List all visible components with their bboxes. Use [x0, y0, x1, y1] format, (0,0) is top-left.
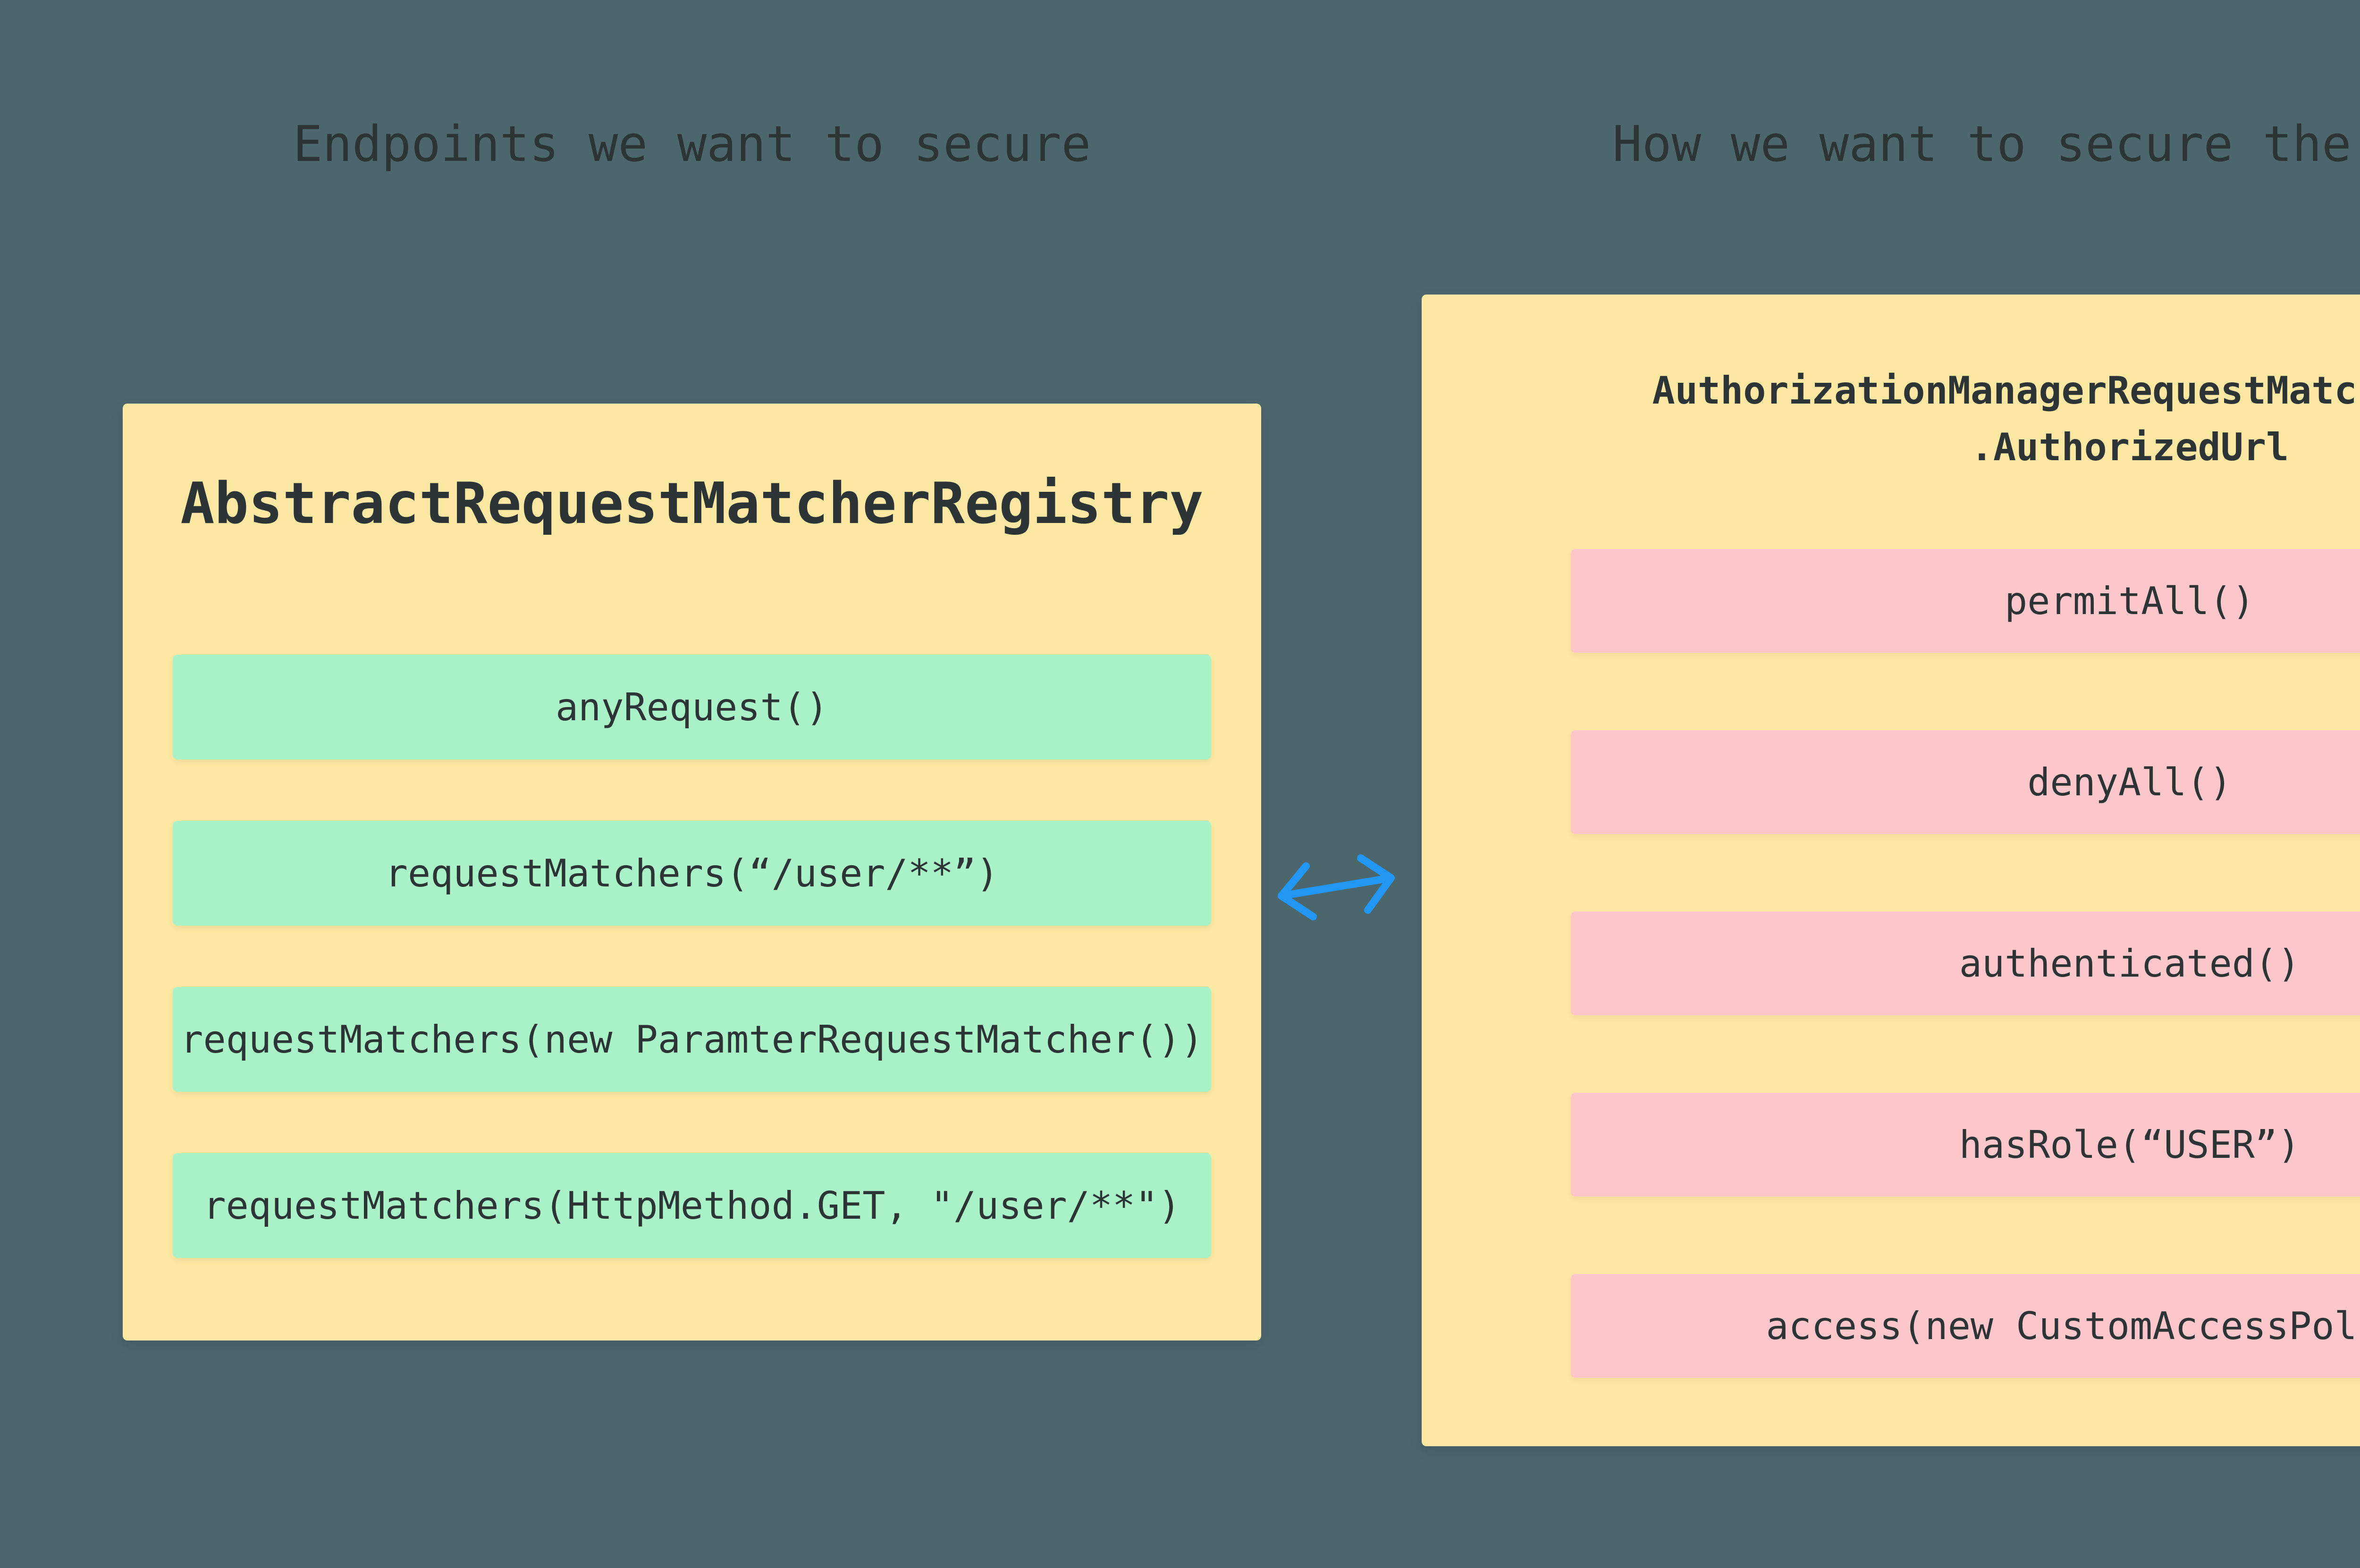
left-card-title: AbstractRequestMatcherRegistry: [180, 471, 1204, 537]
right-card-title: AuthorizationManagerRequestMatcherRegist…: [1422, 362, 2360, 476]
method-box-authenticated: authenticated(): [1571, 911, 2360, 1015]
abstract-request-matcher-registry-card: AbstractRequestMatcherRegistry anyReques…: [123, 404, 1261, 1340]
double-arrow-icon: [1265, 845, 1407, 930]
method-box-request-matchers-pattern: requestMatchers(“/user/**”): [173, 821, 1211, 926]
method-box-access: access(new CustomAccessPolicy()): [1571, 1274, 2360, 1378]
right-card-title-line2: .AuthorizedUrl: [1970, 425, 2289, 469]
method-box-deny-all: denyAll(): [1571, 730, 2360, 834]
left-column-heading: Endpoints we want to secure: [293, 115, 1091, 173]
method-box-any-request: anyRequest(): [173, 655, 1211, 759]
method-box-has-role: hasRole(“USER”): [1571, 1093, 2360, 1197]
right-card-method-list: permitAll() denyAll() authenticated() ha…: [1571, 549, 2360, 1378]
right-card-title-line1: AuthorizationManagerRequestMatcherRegist…: [1652, 369, 2360, 413]
method-box-request-matchers-custom: requestMatchers(new ParamterRequestMatch…: [173, 987, 1211, 1092]
method-box-permit-all: permitAll(): [1571, 549, 2360, 653]
authorization-manager-registry-card: AuthorizationManagerRequestMatcherRegist…: [1422, 295, 2360, 1446]
method-box-request-matchers-http-method: requestMatchers(HttpMethod.GET, "/user/*…: [173, 1153, 1211, 1258]
right-column-heading: How we want to secure the endpoints: [1612, 115, 2360, 173]
left-card-method-list: anyRequest() requestMatchers(“/user/**”)…: [173, 655, 1211, 1258]
